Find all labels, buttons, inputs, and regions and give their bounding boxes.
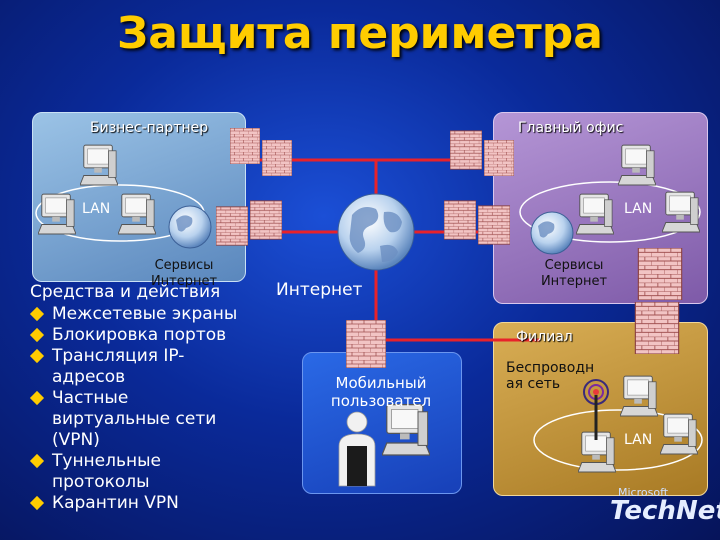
main-office-label: Главный офис	[518, 120, 624, 136]
wireless-antenna-icon	[583, 379, 609, 440]
office-computer	[662, 191, 700, 233]
technet-logo: Microsoft TechNet	[600, 484, 720, 534]
partner-lan-label: LAN	[82, 201, 111, 217]
firewall-wall	[637, 248, 683, 300]
office-computer	[576, 193, 614, 235]
internet-globe-icon	[337, 193, 415, 271]
measure-item: Туннельные протоколы	[29, 451, 290, 493]
measure-item: Блокировка портов	[29, 325, 290, 346]
logo-small-text: Microsoft	[618, 486, 669, 499]
measure-item: Карантин VPN	[29, 493, 290, 514]
firewall-wall	[346, 320, 386, 368]
partner-computer	[38, 193, 76, 235]
firewall-wall	[444, 200, 476, 240]
office-services-label: Сервисы Интернет	[540, 258, 608, 289]
mobile-user-label: Мобильный пользовател	[330, 374, 432, 410]
branch-label: Филиал	[516, 329, 573, 345]
measure-item: Частные виртуальные сети (VPN)	[29, 388, 290, 451]
office-computer	[618, 144, 656, 186]
measure-item: Межсетевые экраны	[29, 304, 290, 325]
firewall-wall	[450, 130, 482, 170]
firewall-wall	[216, 206, 248, 246]
partner-services-label: Сервисы Интернет	[150, 258, 218, 289]
diamond-bullet-icon	[29, 348, 45, 364]
diamond-bullet-icon	[29, 495, 45, 511]
measure-item: Трансляция IP- адресов	[29, 346, 290, 388]
branch-computer	[620, 375, 658, 417]
firewall-wall	[478, 205, 510, 245]
branch-lan-label: LAN	[624, 432, 653, 448]
mobile-laptop	[382, 403, 430, 456]
diamond-bullet-icon	[29, 453, 45, 469]
office-lan-ring	[519, 181, 701, 243]
business-partner-label: Бизнес-партнер	[90, 120, 209, 136]
logo-big-text: TechNet	[610, 496, 720, 526]
page-title: Защита периметра	[117, 8, 603, 59]
diamond-bullet-icon	[29, 306, 45, 322]
partner-computer	[118, 193, 156, 235]
internet-label: Интернет	[276, 280, 363, 300]
wireless-network-label: Беспроводн ая сеть	[506, 360, 595, 392]
firewall-wall	[230, 128, 260, 164]
measures-heading: Средства и действия	[30, 282, 221, 302]
diamond-bullet-icon	[29, 327, 45, 343]
branch-lan-ring	[533, 409, 703, 471]
partner-services-globe-icon	[168, 205, 212, 249]
office-lan-label: LAN	[624, 201, 653, 217]
mobile-user-person-icon	[338, 411, 376, 487]
firewall-wall	[634, 302, 680, 354]
partner-computer	[80, 144, 118, 186]
firewall-wall	[484, 140, 514, 176]
diamond-bullet-icon	[29, 390, 45, 406]
firewall-wall	[262, 140, 292, 176]
branch-computer	[660, 413, 698, 455]
office-services-globe-icon	[530, 211, 574, 255]
firewall-wall	[250, 200, 282, 240]
mobile-user-panel	[302, 352, 462, 494]
